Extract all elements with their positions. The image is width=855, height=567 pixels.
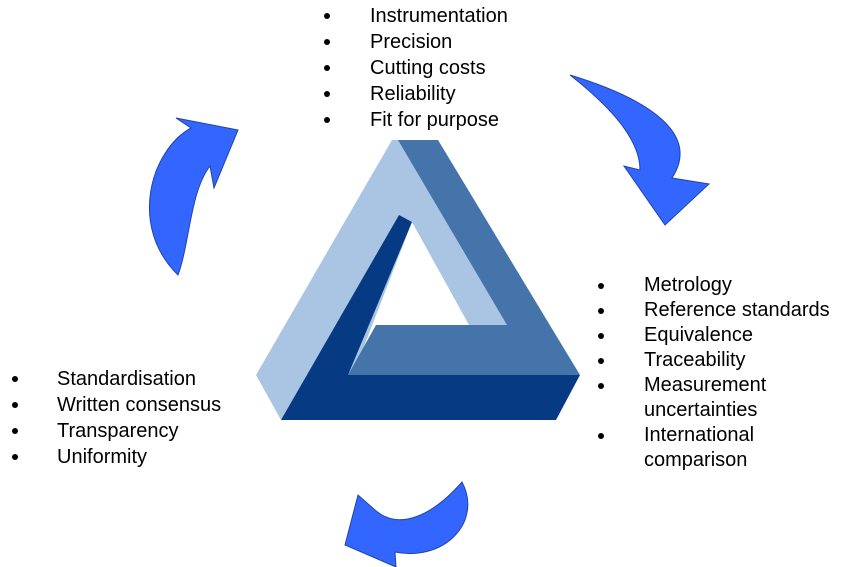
- list-item-written-consensus: Written consensus: [10, 392, 221, 418]
- list-item-international-comparison: International comparison: [596, 423, 855, 473]
- list-item-uniformity: Uniformity: [10, 444, 221, 470]
- list-item-reliability: Reliability: [322, 81, 508, 107]
- arrow-left-icon: [149, 117, 239, 276]
- left-bullet-list: Standardisation Written consensus Transp…: [10, 366, 221, 470]
- list-item-standardisation: Standardisation: [10, 366, 221, 392]
- list-item-metrology: Metrology: [596, 273, 855, 298]
- list-item-fit-for-purpose: Fit for purpose: [322, 107, 508, 133]
- list-item-instrumentation: Instrumentation: [322, 3, 508, 29]
- list-item-precision: Precision: [322, 29, 508, 55]
- list-item-measurement-uncertainties: Measurement uncertainties: [596, 373, 855, 423]
- triangle-mid-face: [348, 140, 580, 375]
- right-bullet-list: Metrology Reference standards Equivalenc…: [596, 273, 855, 473]
- list-item-transparency: Transparency: [10, 418, 221, 444]
- list-item-reference-standards: Reference standards: [596, 298, 855, 323]
- arrow-bottom-icon: [344, 481, 469, 567]
- triangle-dark-face: [281, 215, 580, 420]
- list-item-traceability: Traceability: [596, 348, 855, 373]
- cycle-arrows: [149, 74, 711, 567]
- arrow-top-right-icon: [569, 74, 711, 226]
- list-item-equivalence: Equivalence: [596, 323, 855, 348]
- top-bullet-list: Instrumentation Precision Cutting costs …: [322, 3, 508, 133]
- penrose-triangle: [256, 140, 580, 420]
- list-item-cutting-costs: Cutting costs: [322, 55, 508, 81]
